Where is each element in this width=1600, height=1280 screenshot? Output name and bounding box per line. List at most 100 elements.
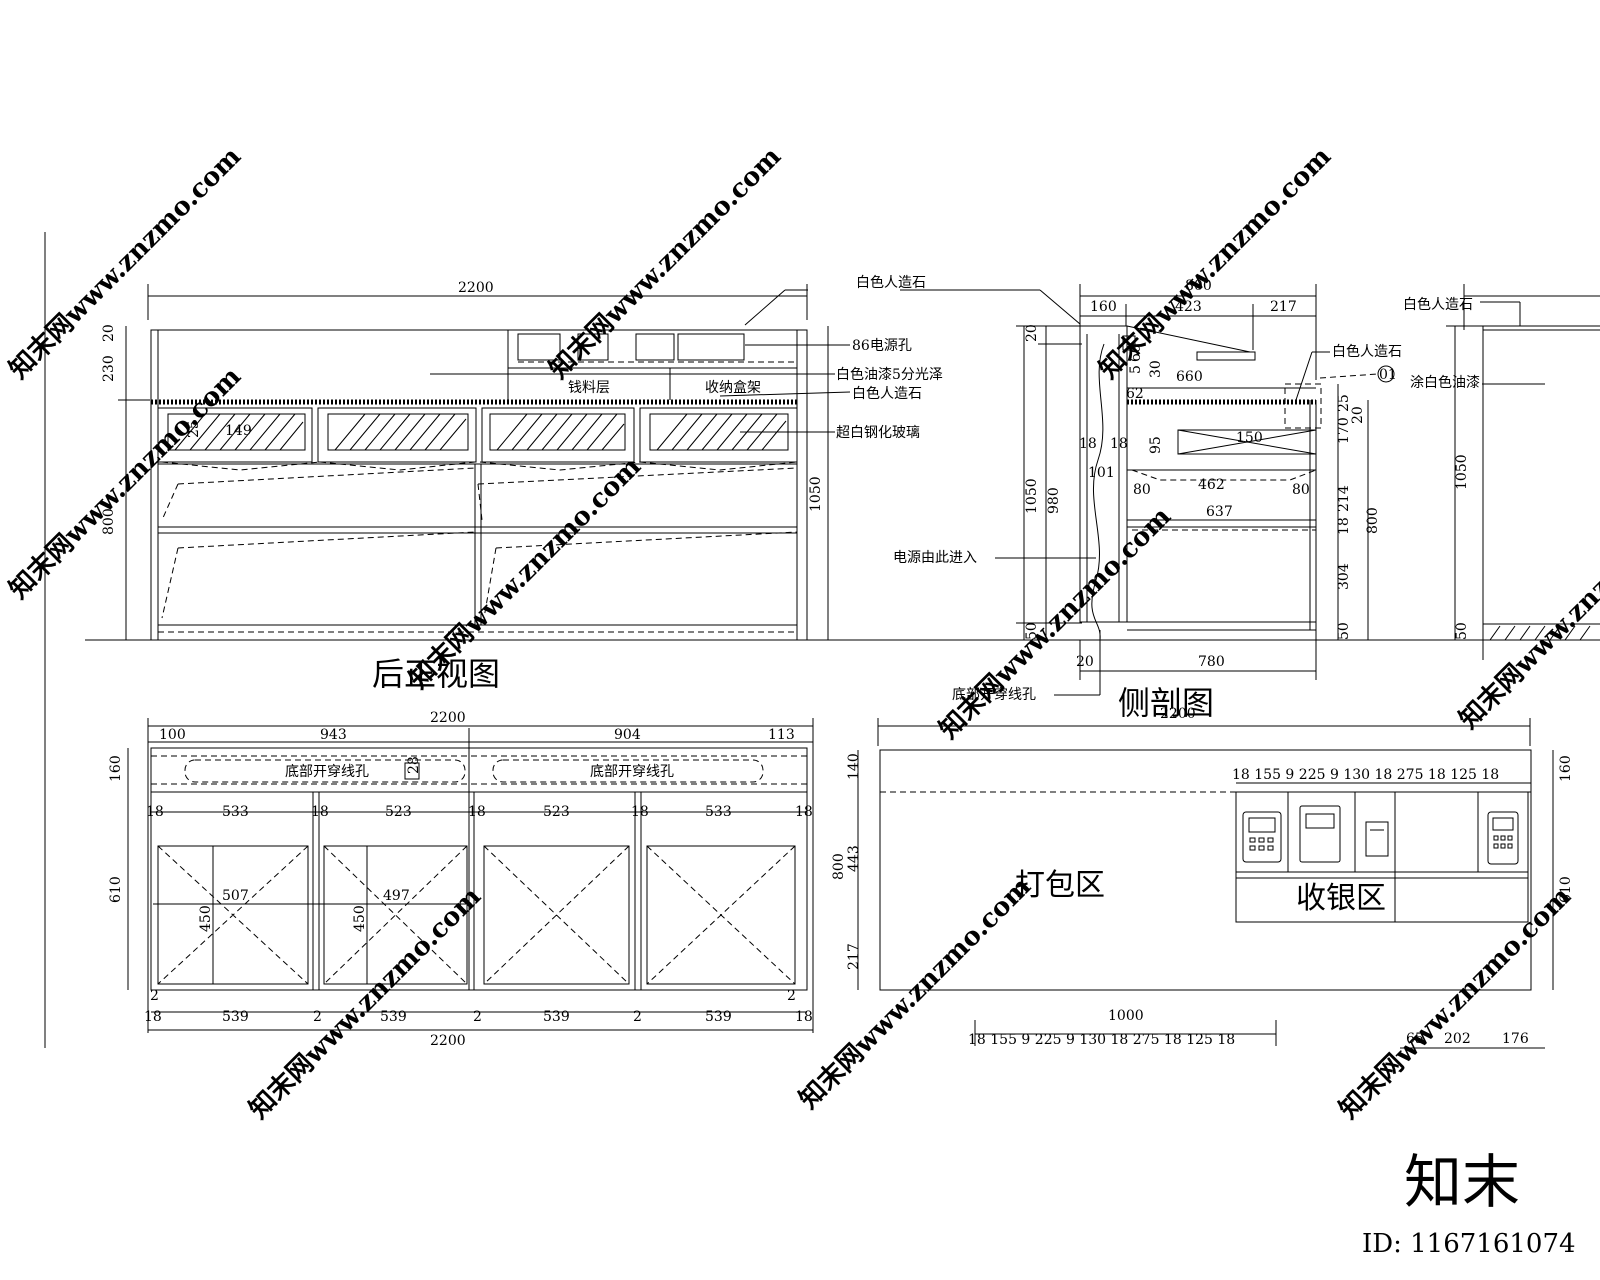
dim-160: 160	[1090, 299, 1117, 315]
outlet-86-icon	[577, 333, 609, 361]
dim-160: 160	[1558, 755, 1574, 782]
dim-50: 50	[1454, 622, 1470, 640]
dim-980: 980	[1046, 487, 1062, 514]
dim-230: 230	[101, 355, 117, 382]
dim-2200: 2200	[458, 280, 494, 296]
dim-2: 2	[787, 988, 796, 1004]
dim-30: 30	[1148, 360, 1164, 378]
note-wire-hole-right: 底部开穿线孔	[590, 764, 674, 780]
document-id: ID: 1167161074	[1362, 1229, 1576, 1259]
dim-80: 80	[1292, 482, 1310, 498]
note-white-stone-mid: 白色人造石	[852, 385, 922, 402]
dim-450: 450	[198, 905, 214, 932]
dim-304: 304	[1336, 563, 1352, 590]
dim-20: 20	[1024, 324, 1040, 342]
cashier-unit	[1235, 791, 1529, 923]
dim-2: 2	[150, 988, 159, 1004]
dim-610: 610	[1558, 876, 1574, 903]
watermark-text: 知末网www.znzmo.com	[4, 362, 247, 605]
dim-18: 18	[146, 804, 164, 820]
dim-497: 497	[383, 888, 410, 904]
dim-25: 25	[186, 420, 202, 438]
dim-100: 100	[159, 727, 186, 743]
cashier-frame	[1235, 791, 1529, 923]
dim-943: 943	[320, 727, 347, 743]
dim-2: 2	[633, 1009, 642, 1025]
leader-line	[1039, 289, 1081, 325]
dim-113: 113	[768, 727, 795, 743]
dim-800: 800	[101, 508, 117, 535]
dim-95: 95	[1148, 436, 1164, 454]
watermark-text: 知末网www.znzmo.com	[1334, 882, 1577, 1125]
label-packing-area: 打包区	[1015, 868, 1105, 903]
card-terminal-screen	[1492, 817, 1514, 831]
door-panel	[323, 845, 468, 985]
outlet-86-icon	[677, 333, 745, 361]
glass-hatch	[174, 413, 787, 451]
dim-62: 62	[1126, 386, 1144, 402]
door-swing-lines	[158, 461, 798, 633]
dim-160: 160	[108, 755, 124, 782]
dim-18: 18	[631, 804, 649, 820]
printer-slot	[1305, 813, 1335, 829]
outlet-row	[517, 333, 797, 363]
dim-101: 101	[1088, 465, 1115, 481]
dim-1050: 1050	[1024, 478, 1040, 514]
dim-50: 50	[1024, 622, 1040, 640]
leader-line	[1319, 373, 1379, 379]
front-outline	[879, 749, 1532, 991]
pos-screen	[1248, 817, 1276, 833]
dim-149: 149	[225, 423, 252, 439]
glass-panel	[157, 407, 313, 463]
dim-18: 18	[795, 804, 813, 820]
rear-panel	[1079, 325, 1128, 623]
dim-217: 217	[1270, 299, 1297, 315]
note-white-paint: 白色油漆5分光泽	[836, 366, 943, 383]
dim-533: 533	[705, 804, 732, 820]
dim-2200-bottom: 2200	[430, 1033, 466, 1049]
dim-214: 214	[1336, 485, 1352, 512]
dim-18: 18	[795, 1009, 813, 1025]
watermark-layer: 知末网www.znzmo.com 知末网www.znzmo.com 知末网www…	[4, 142, 1600, 1125]
right-partial-view: 白色人造石 1050 50	[1403, 284, 1600, 660]
dim-217: 217	[846, 943, 862, 970]
dim-170: 170	[1336, 417, 1352, 444]
detail-callout-icon	[1377, 365, 1395, 383]
dim-150: 150	[1236, 430, 1263, 446]
dim-2200-top: 2200	[430, 710, 466, 726]
note-tempered-glass: 超白钢化玻璃	[836, 424, 920, 441]
dim-50: 50	[1336, 622, 1352, 640]
pos-terminal-icon	[1242, 811, 1282, 863]
outlet-box-icon	[1122, 335, 1136, 351]
dim-18: 18	[1110, 436, 1128, 452]
detail-ref: 01	[1379, 367, 1397, 383]
note-outlet-86: 86电源孔	[852, 338, 912, 354]
glass-panels: 25 149	[157, 407, 798, 463]
counter-edge	[1126, 325, 1251, 353]
brand-logo-text: 知末	[1404, 1148, 1520, 1216]
card-reader-icon	[1365, 821, 1389, 857]
outlet-86-icon	[517, 333, 561, 361]
dim-18: 18	[311, 804, 329, 820]
dim-523: 523	[543, 804, 570, 820]
note-side-white-stone: 白色人造石	[1332, 343, 1402, 360]
glass-panel	[481, 407, 635, 463]
plan-outline	[150, 747, 808, 991]
dim-800: 800	[831, 853, 847, 880]
pos-keypad	[1249, 837, 1274, 851]
note-power-entry: 电源由此进入	[893, 550, 977, 566]
glass-panel	[317, 407, 477, 463]
watermark-text: 知末网www.znzmo.com	[1454, 492, 1600, 735]
dim-140: 140	[846, 753, 862, 780]
label-cashier-area: 收银区	[1296, 881, 1386, 916]
drawer-cross	[1177, 429, 1317, 455]
dim-60: 60	[1128, 344, 1144, 362]
note-bottom-wire-hole: 底部开穿线孔	[952, 687, 1036, 703]
dim-2: 2	[313, 1009, 322, 1025]
dim-637: 637	[1206, 504, 1233, 520]
watermark-text: 知末网www.znzmo.com	[794, 872, 1037, 1115]
rear-elevation: 2200 20 230 800 1050 钱料层 收纳盒架	[101, 274, 943, 693]
title-side-section: 侧剖图	[1118, 684, 1214, 722]
power-conduit	[1091, 343, 1105, 641]
